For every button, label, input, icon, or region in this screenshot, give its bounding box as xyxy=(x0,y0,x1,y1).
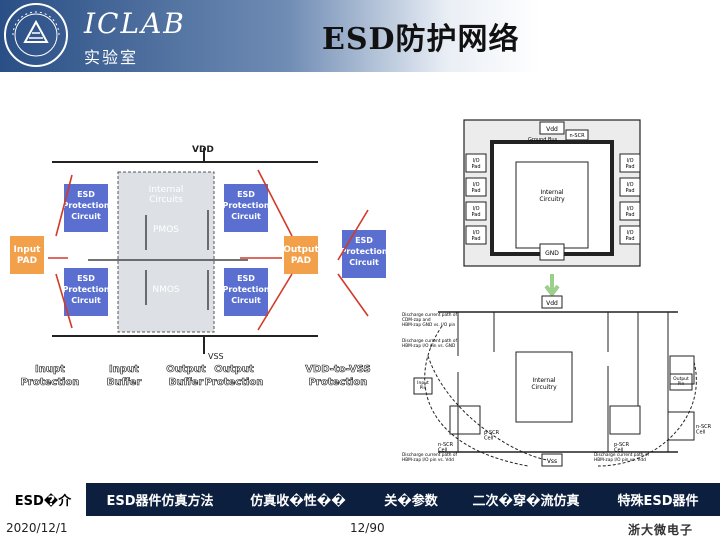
nav-tab[interactable]: 二次�穿�流仿真 xyxy=(472,494,580,509)
pmos-label: PMOS xyxy=(153,225,179,235)
io-pad xyxy=(619,153,641,173)
nav-tab[interactable]: ESD器件仿真方法 xyxy=(106,494,214,509)
discharge-arrows xyxy=(48,169,369,331)
page-number: 12/90 xyxy=(350,521,385,535)
footer: 2020/12/1 12/90 浙大微电子 xyxy=(0,516,720,540)
io-pad xyxy=(619,225,641,245)
page-title: ESD防护网络 xyxy=(322,22,520,57)
vss-label: VSS xyxy=(208,352,224,361)
input-pad xyxy=(10,236,44,274)
nmos-label: NMOS xyxy=(152,285,180,295)
vdd-label: VDD xyxy=(192,145,214,155)
footer-brand: 浙大微电子 xyxy=(628,523,694,537)
io-pad xyxy=(619,177,641,197)
lab-logo-sub: 实验室 xyxy=(84,48,139,67)
header-banner: ICLAB 实验室 ESD防护网络 xyxy=(0,0,720,72)
university-seal-logo xyxy=(4,3,68,67)
nav-tab[interactable]: ESD�介 xyxy=(0,483,86,516)
vdd-bottom-label: Vdd xyxy=(546,300,558,307)
lab-logo-main: ICLAB xyxy=(84,7,186,40)
esd-protection-box xyxy=(224,268,268,316)
footer-date: 2020/12/1 xyxy=(6,521,68,535)
esd-protection-box xyxy=(64,184,108,232)
vdd-top-label: Vdd xyxy=(546,126,558,133)
esd-protection-box xyxy=(64,268,108,316)
io-pad xyxy=(619,201,641,221)
esd-protection-box xyxy=(224,184,268,232)
nav-tab[interactable]: 特殊ESD器件 xyxy=(617,494,699,509)
lab-logo: ICLAB 实验室 xyxy=(84,10,186,68)
io-pad xyxy=(465,225,487,245)
section-nav: ESD�介 ESD器件仿真方法 仿真收�性�� 关�参数 二次�穿�流仿真 特殊ESD器件 xyxy=(0,483,720,516)
io-pad xyxy=(465,177,487,197)
nav-tab[interactable]: 关�参数 xyxy=(384,494,438,509)
nav-tab[interactable]: 仿真收�性�� xyxy=(250,494,346,509)
vss-bottom-label: Vss xyxy=(547,458,557,465)
io-pad xyxy=(465,201,487,221)
io-pad xyxy=(465,153,487,173)
esd-protection-box xyxy=(342,230,386,278)
gnd-label: GND xyxy=(545,250,559,257)
output-pad xyxy=(284,236,318,274)
ground-bus-label: Ground Bus xyxy=(528,137,558,143)
nscr-top-label: n-SCR xyxy=(569,133,585,139)
